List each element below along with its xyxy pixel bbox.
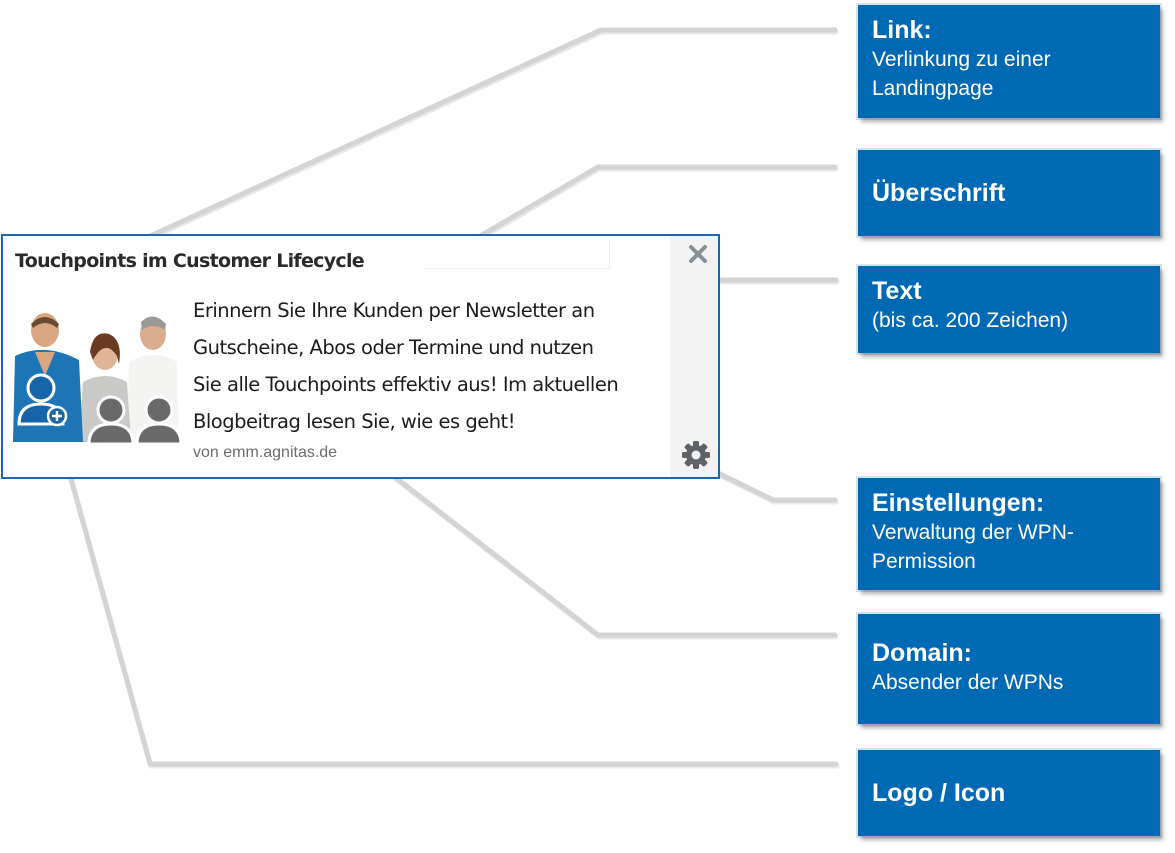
- callout-logo-title: Logo / Icon: [872, 779, 1006, 807]
- avatar-blue-icon: [17, 373, 68, 427]
- notification-text[interactable]: Erinnern Sie Ihre Kunden per Newsletter …: [193, 299, 619, 433]
- gear-icon[interactable]: [681, 440, 711, 470]
- callout-text-title: Text: [872, 277, 922, 305]
- connector-domain: [379, 464, 839, 640]
- web-push-notification[interactable]: Touchpoints im Customer Lifecycle: [1, 234, 720, 479]
- callout-text-desc: (bis ca. 200 Zeichen): [872, 309, 1069, 332]
- callout-settings-desc: Verwaltung der WPN- Permission: [872, 521, 1074, 573]
- callout-domain-desc: Absender der WPNs: [872, 671, 1064, 694]
- callout-link-title: Link:: [872, 16, 932, 44]
- people-logo: [13, 313, 181, 446]
- callout-link: Link: Verlinkung zu einer Landingpage: [858, 5, 1160, 118]
- avatar-gray-icon-right: [135, 395, 181, 446]
- connector-heading: [433, 164, 839, 267]
- callout-domain: Domain: Absender der WPNs: [858, 614, 1160, 724]
- connector-link: [145, 27, 839, 242]
- connector-logo: [61, 451, 840, 769]
- callout-domain-title: Domain:: [872, 639, 972, 667]
- callout-text: Text (bis ca. 200 Zeichen): [858, 266, 1160, 353]
- close-icon[interactable]: [686, 242, 710, 266]
- callout-heading-title: Überschrift: [872, 179, 1006, 207]
- notification-action-strip: [670, 236, 718, 477]
- callout-link-desc: Verlinkung zu einer Landingpage: [872, 48, 1051, 100]
- callout-heading: Überschrift: [858, 150, 1160, 236]
- callout-settings-title: Einstellungen:: [872, 489, 1045, 517]
- callout-settings: Einstellungen: Verwaltung der WPN- Permi…: [858, 478, 1160, 590]
- title-guide: [423, 240, 610, 269]
- avatar-gray-icon-left: [87, 395, 135, 446]
- connector-settings: [713, 469, 839, 505]
- notification-domain: von emm.agnitas.de: [193, 444, 338, 461]
- notification-title[interactable]: Touchpoints im Customer Lifecycle: [15, 250, 365, 272]
- callout-logo: Logo / Icon: [858, 750, 1160, 836]
